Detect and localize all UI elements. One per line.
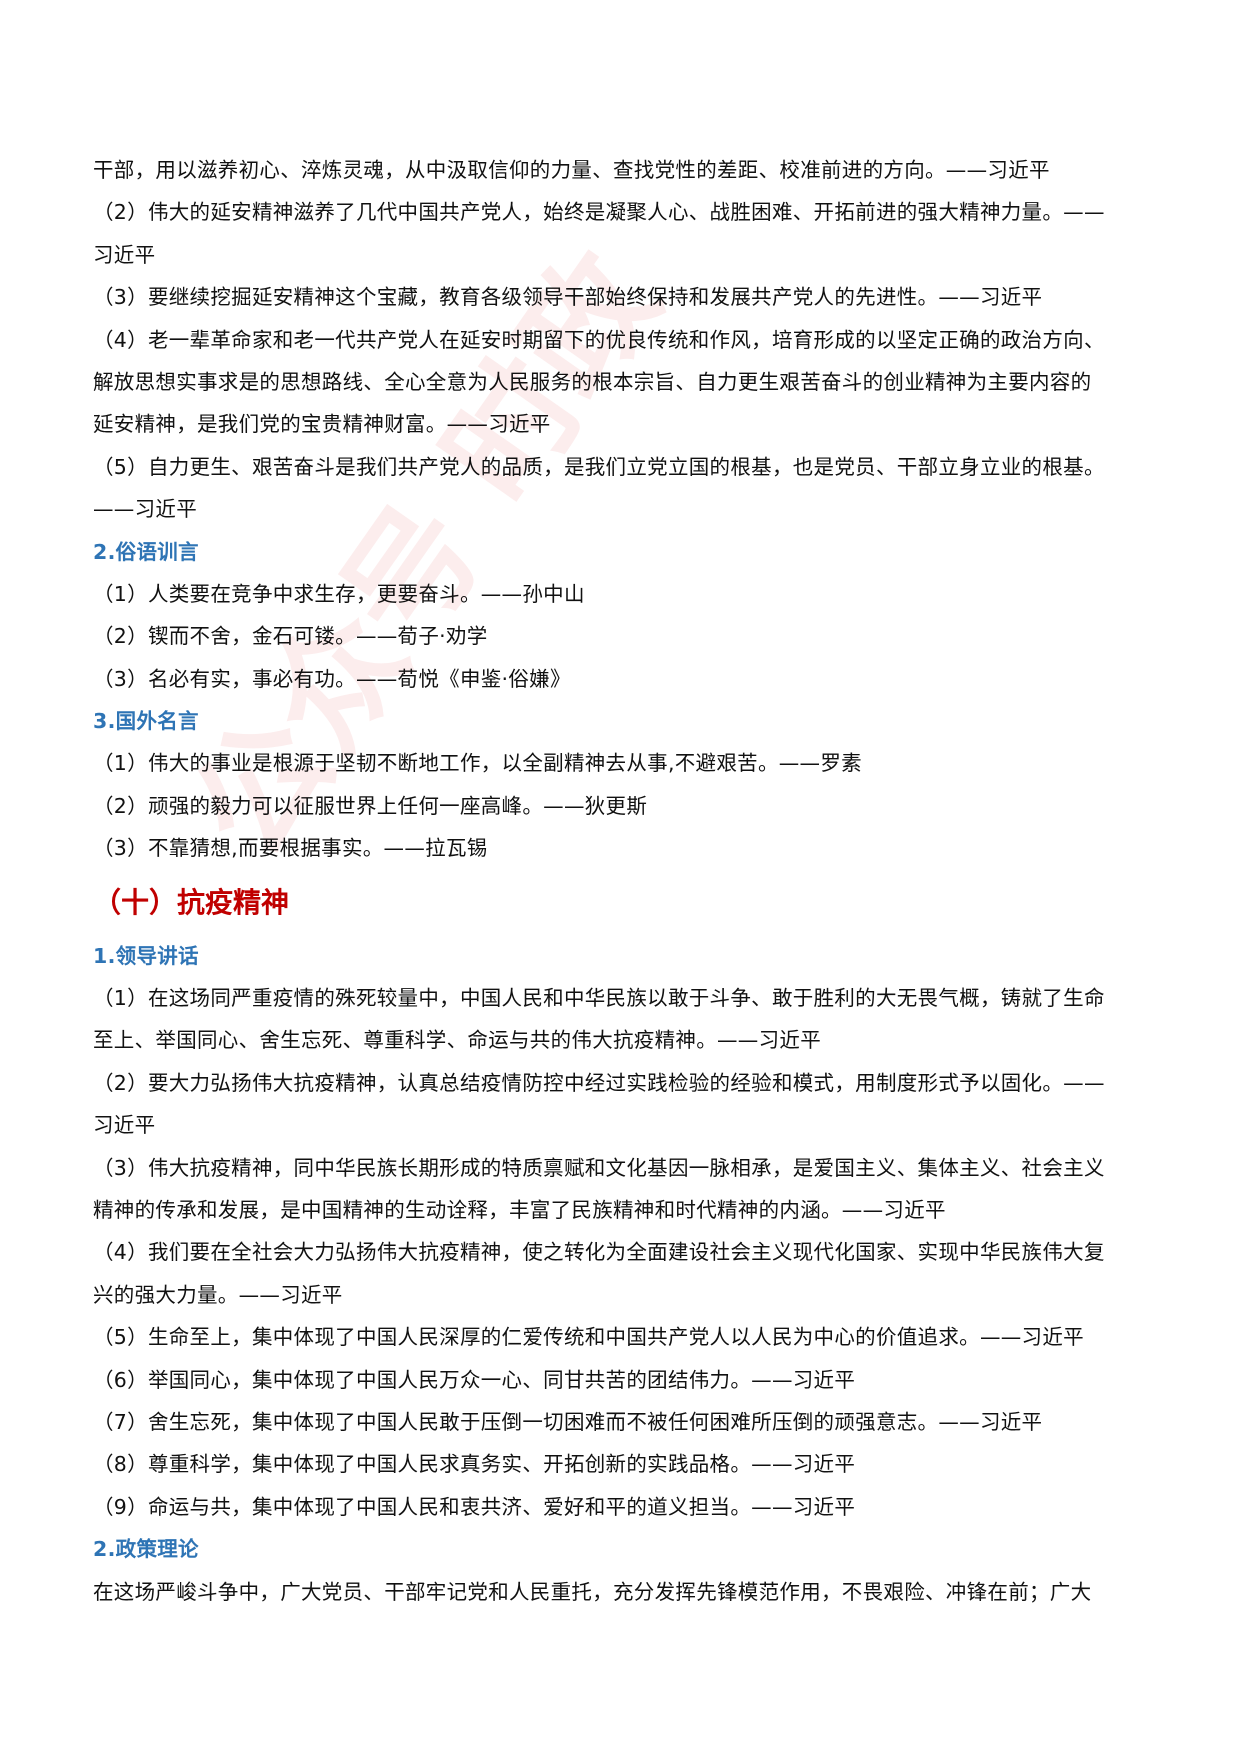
text-line: （3）名必有实，事必有功。——荀悦《申鉴·俗嫌》 (93, 666, 571, 691)
text-line: （3）伟大抗疫精神，同中华民族长期形成的特质禀赋和文化基因一脉相承，是爱国主义、… (93, 1155, 1105, 1180)
paragraph: （9）命运与共，集中体现了中国人民和衷共济、爱好和平的道义担当。——习近平 (93, 1486, 1153, 1528)
text-line: 延安精神，是我们党的宝贵精神财富。——习近平 (93, 412, 551, 437)
text-line: 3.国外名言 (93, 709, 199, 734)
paragraph: （4）我们要在全社会大力弘扬伟大抗疫精神，使之转化为全面建设社会主义现代化国家、… (93, 1231, 1153, 1316)
text-line: （2）顽强的毅力可以征服世界上任何一座高峰。——狄更斯 (93, 793, 648, 818)
subsection-heading: 2.政策理论 (93, 1528, 1153, 1570)
text-line: 精神的传承和发展，是中国精神的生动诠释，丰富了民族精神和时代精神的内涵。——习近… (93, 1197, 946, 1222)
paragraph: （5）自力更生、艰苦奋斗是我们共产党人的品质，是我们立党立国的根基，也是党员、干… (93, 446, 1153, 531)
text-line: 兴的强大力量。——习近平 (93, 1282, 343, 1307)
text-line: （十）抗疫精神 (93, 885, 290, 919)
text-line: 解放思想实事求是的思想路线、全心全意为人民服务的根本宗旨、自力更生艰苦奋斗的创业… (93, 369, 1092, 394)
paragraph: （3）伟大抗疫精神，同中华民族长期形成的特质禀赋和文化基因一脉相承，是爱国主义、… (93, 1147, 1153, 1232)
subsection-heading: 1.领导讲话 (93, 935, 1153, 977)
paragraph: （4）老一辈革命家和老一代共产党人在延安时期留下的优良传统和作风，培育形成的以坚… (93, 319, 1153, 446)
text-line: （4）我们要在全社会大力弘扬伟大抗疫精神，使之转化为全面建设社会主义现代化国家、… (93, 1240, 1105, 1265)
text-line: （7）舍生忘死，集中体现了中国人民敢于压倒一切困难而不被任何困难所压倒的顽强意志… (93, 1409, 1043, 1434)
text-line: （9）命运与共，集中体现了中国人民和衷共济、爱好和平的道义担当。——习近平 (93, 1494, 856, 1519)
document-page: 干部，用以滋养初心、淬炼灵魂，从中汲取信仰的力量、查找党性的差距、校准前进的方向… (93, 149, 1153, 1613)
text-line: （1）人类要在竞争中求生存，更要奋斗。——孙中山 (93, 581, 585, 606)
text-line: 2.俗语训言 (93, 539, 199, 564)
text-line: （1）伟大的事业是根源于坚韧不断地工作，以全副精神去从事,不避艰苦。——罗素 (93, 751, 862, 776)
text-line: 至上、举国同心、舍生忘死、尊重科学、命运与共的伟大抗疫精神。——习近平 (93, 1028, 821, 1053)
text-line: ——习近平 (93, 497, 197, 522)
text-line: （2）伟大的延安精神滋养了几代中国共产党人，始终是凝聚人心、战胜困难、开拓前进的… (93, 200, 1105, 225)
paragraph: （8）尊重科学，集中体现了中国人民求真务实、开拓创新的实践品格。——习近平 (93, 1443, 1153, 1485)
text-line: 习近平 (93, 242, 156, 267)
paragraph: 在这场严峻斗争中，广大党员、干部牢记党和人民重托，充分发挥先锋模范作用，不畏艰险… (93, 1571, 1153, 1613)
text-line: （4）老一辈革命家和老一代共产党人在延安时期留下的优良传统和作风，培育形成的以坚… (93, 327, 1105, 352)
text-line: （2）锲而不舍，金石可镂。——荀子·劝学 (93, 624, 488, 649)
paragraph: 干部，用以滋养初心、淬炼灵魂，从中汲取信仰的力量、查找党性的差距、校准前进的方向… (93, 149, 1153, 191)
text-line: （2）要大力弘扬伟大抗疫精神，认真总结疫情防控中经过实践检验的经验和模式，用制度… (93, 1070, 1105, 1095)
paragraph: （2）要大力弘扬伟大抗疫精神，认真总结疫情防控中经过实践检验的经验和模式，用制度… (93, 1062, 1153, 1147)
subsection-heading: 2.俗语训言 (93, 531, 1153, 573)
paragraph: （2）伟大的延安精神滋养了几代中国共产党人，始终是凝聚人心、战胜困难、开拓前进的… (93, 191, 1153, 276)
paragraph: （3）要继续挖掘延安精神这个宝藏，教育各级领导干部始终保持和发展共产党人的先进性… (93, 276, 1153, 318)
text-line: 习近平 (93, 1113, 156, 1138)
paragraph: （7）舍生忘死，集中体现了中国人民敢于压倒一切困难而不被任何困难所压倒的顽强意志… (93, 1401, 1153, 1443)
paragraph: （3）不靠猜想,而要根据事实。——拉瓦锡 (93, 827, 1153, 869)
paragraph: （1）在这场同严重疫情的殊死较量中，中国人民和中华民族以敢于斗争、敢于胜利的大无… (93, 977, 1153, 1062)
paragraph: （5）生命至上，集中体现了中国人民深厚的仁爱传统和中国共产党人以人民为中心的价值… (93, 1316, 1153, 1358)
paragraph: （2）锲而不舍，金石可镂。——荀子·劝学 (93, 615, 1153, 657)
paragraph: （6）举国同心，集中体现了中国人民万众一心、同甘共苦的团结伟力。——习近平 (93, 1359, 1153, 1401)
text-line: 干部，用以滋养初心、淬炼灵魂，从中汲取信仰的力量、查找党性的差距、校准前进的方向… (93, 158, 1050, 182)
paragraph: （1）伟大的事业是根源于坚韧不断地工作，以全副精神去从事,不避艰苦。——罗素 (93, 742, 1153, 784)
paragraph: （2）顽强的毅力可以征服世界上任何一座高峰。——狄更斯 (93, 785, 1153, 827)
text-line: 1.领导讲话 (93, 943, 199, 968)
text-line: （6）举国同心，集中体现了中国人民万众一心、同甘共苦的团结伟力。——习近平 (93, 1367, 856, 1392)
text-line: 2.政策理论 (93, 1537, 199, 1562)
text-line: （5）自力更生、艰苦奋斗是我们共产党人的品质，是我们立党立国的根基，也是党员、干… (93, 454, 1105, 479)
text-line: （5）生命至上，集中体现了中国人民深厚的仁爱传统和中国共产党人以人民为中心的价值… (93, 1325, 1084, 1350)
text-line: 在这场严峻斗争中，广大党员、干部牢记党和人民重托，充分发挥先锋模范作用，不畏艰险… (93, 1579, 1092, 1604)
section-heading: （十）抗疫精神 (93, 870, 1153, 935)
paragraph: （1）人类要在竞争中求生存，更要奋斗。——孙中山 (93, 573, 1153, 615)
subsection-heading: 3.国外名言 (93, 700, 1153, 742)
paragraph: （3）名必有实，事必有功。——荀悦《申鉴·俗嫌》 (93, 658, 1153, 700)
text-line: （3）要继续挖掘延安精神这个宝藏，教育各级领导干部始终保持和发展共产党人的先进性… (93, 285, 1043, 310)
text-line: （3）不靠猜想,而要根据事实。——拉瓦锡 (93, 836, 488, 861)
text-line: （8）尊重科学，集中体现了中国人民求真务实、开拓创新的实践品格。——习近平 (93, 1452, 856, 1477)
text-line: （1）在这场同严重疫情的殊死较量中，中国人民和中华民族以敢于斗争、敢于胜利的大无… (93, 986, 1105, 1011)
